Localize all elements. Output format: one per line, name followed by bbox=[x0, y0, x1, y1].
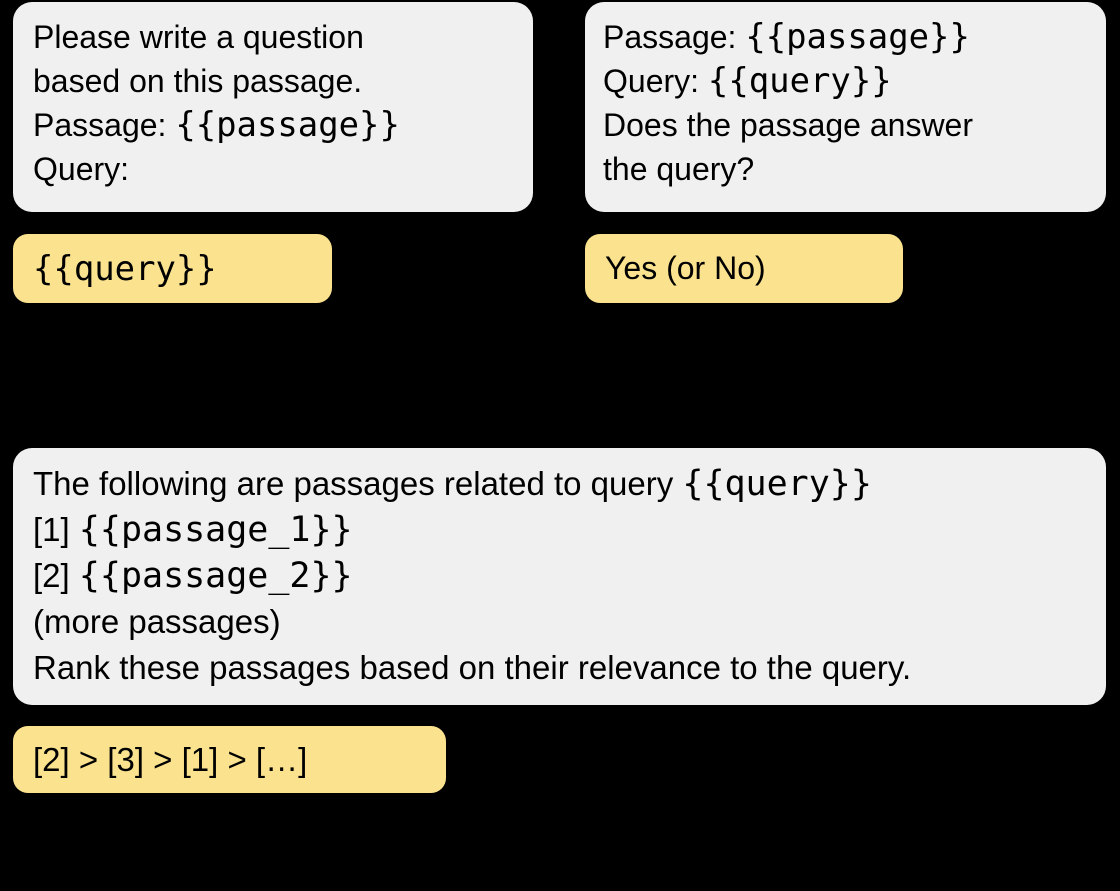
output-text: {{query}} bbox=[33, 249, 217, 288]
prompt-text: Query: bbox=[33, 151, 130, 187]
ranking-output-box: [2] > [3] > [1] > […] bbox=[13, 726, 446, 793]
relevance-output-box: Yes (or No) bbox=[585, 234, 903, 303]
query-generation-prompt-box: Please write a question based on this pa… bbox=[13, 2, 533, 212]
template-variable: {{query}} bbox=[707, 61, 892, 100]
prompt-text: [2] bbox=[33, 557, 79, 594]
prompt-text: Passage: bbox=[33, 107, 176, 143]
template-variable: {{query}} bbox=[682, 464, 872, 504]
ranking-prompt-box: The following are passages related to qu… bbox=[13, 448, 1106, 705]
prompt-text: based on this passage. bbox=[33, 63, 363, 99]
output-text: [2] > [3] > [1] > […] bbox=[33, 740, 308, 778]
prompt-line: Rank these passages based on their relev… bbox=[33, 645, 1086, 691]
prompt-line: Passage: {{passage}} bbox=[33, 103, 513, 147]
prompt-line: (more passages) bbox=[33, 599, 1086, 645]
prompt-line: Please write a question bbox=[33, 15, 513, 59]
template-variable: {{passage_1}} bbox=[78, 510, 353, 550]
prompt-text: Rank these passages based on their relev… bbox=[33, 649, 912, 686]
prompt-text: Does the passage answer bbox=[603, 107, 973, 143]
prompt-line: Passage: {{passage}} bbox=[603, 15, 1088, 59]
prompt-line: The following are passages related to qu… bbox=[33, 461, 1086, 507]
prompt-line: Does the passage answer bbox=[603, 103, 1088, 147]
prompt-line: the query? bbox=[603, 147, 1088, 191]
prompt-text: The following are passages related to qu… bbox=[33, 465, 683, 502]
prompt-text: (more passages) bbox=[33, 603, 281, 640]
prompt-text: the query? bbox=[603, 151, 755, 187]
prompt-line: based on this passage. bbox=[33, 59, 513, 103]
prompt-text: Please write a question bbox=[33, 19, 364, 55]
prompt-line: Query: bbox=[33, 147, 513, 191]
template-variable: {{passage_2}} bbox=[78, 556, 353, 596]
prompt-line: Query: {{query}} bbox=[603, 59, 1088, 103]
prompt-text: Passage: bbox=[603, 19, 746, 55]
prompt-line: [2] {{passage_2}} bbox=[33, 553, 1086, 599]
prompt-text: Query: bbox=[603, 63, 708, 99]
prompt-text: [1] bbox=[33, 511, 79, 548]
query-output-box: {{query}} bbox=[13, 234, 332, 303]
template-variable: {{passage}} bbox=[745, 17, 970, 56]
relevance-generation-prompt-box: Passage: {{passage}} Query: {{query}} Do… bbox=[585, 2, 1106, 212]
output-text: Yes (or No) bbox=[605, 250, 766, 286]
template-variable: {{passage}} bbox=[175, 105, 400, 144]
prompt-line: [1] {{passage_1}} bbox=[33, 507, 1086, 553]
